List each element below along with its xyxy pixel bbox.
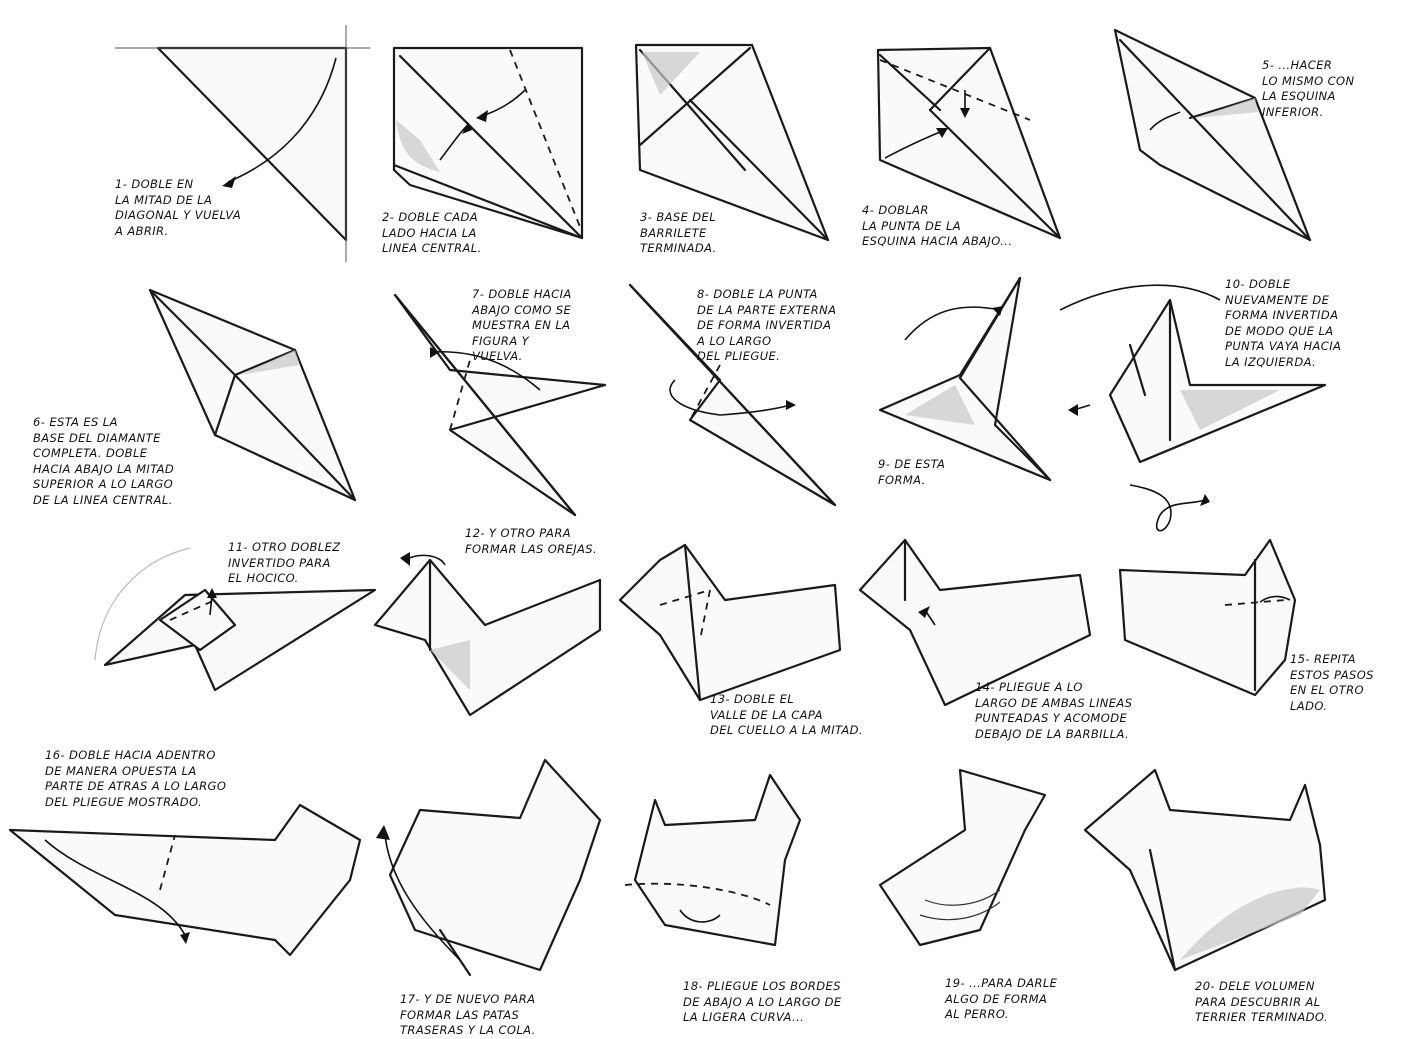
step-13-figure bbox=[620, 545, 840, 700]
step-11-label: 11- OTRO DOBLEZ INVERTIDO PARA EL HOCICO… bbox=[228, 540, 341, 587]
turn-over-arrow bbox=[1130, 485, 1210, 531]
step-18-figure bbox=[625, 775, 800, 945]
step-9-figure bbox=[880, 278, 1050, 480]
step-16-label: 16- DOBLE HACIA ADENTRO DE MANERA OPUEST… bbox=[45, 748, 226, 810]
step-19-figure bbox=[880, 770, 1045, 945]
step-20-label: 20- DELE VOLUMEN PARA DESCUBRIR AL TERRI… bbox=[1195, 979, 1328, 1026]
step-6-figure bbox=[150, 290, 355, 500]
step-5-label: 5- ...HACER LO MISMO CON LA ESQUINA INFE… bbox=[1262, 58, 1355, 120]
step-17-label: 17- Y DE NUEVO PARA FORMAR LAS PATAS TRA… bbox=[400, 992, 536, 1039]
step-9-label: 9- DE ESTA FORMA. bbox=[878, 457, 945, 488]
step-18-label: 18- PLIEGUE LOS BORDES DE ABAJO A LO LAR… bbox=[683, 979, 842, 1026]
step-4-label: 4- DOBLAR LA PUNTA DE LA ESQUINA HACIA A… bbox=[862, 203, 1012, 250]
step-15-label: 15- REPITA ESTOS PASOS EN EL OTRO LADO. bbox=[1290, 652, 1374, 714]
step-20-figure bbox=[1085, 770, 1325, 970]
step-6-label: 6- ESTA ES LA BASE DEL DIAMANTE COMPLETA… bbox=[33, 415, 174, 508]
step-2-label: 2- DOBLE CADA LADO HACIA LA LINEA CENTRA… bbox=[382, 210, 482, 257]
step-8-label: 8- DOBLE LA PUNTA DE LA PARTE EXTERNA DE… bbox=[697, 287, 836, 365]
step-13-label: 13- DOBLE EL VALLE DE LA CAPA DEL CUELLO… bbox=[710, 692, 863, 739]
step-10-label: 10- DOBLE NUEVAMENTE DE FORMA INVERTIDA … bbox=[1225, 277, 1341, 370]
step-12-label: 12- Y OTRO PARA FORMAR LAS OREJAS. bbox=[465, 526, 597, 557]
step-14-label: 14- PLIEGUE A LO LARGO DE AMBAS LINEAS P… bbox=[975, 680, 1132, 742]
step-19-label: 19- ...PARA DARLE ALGO DE FORMA AL PERRO… bbox=[945, 976, 1057, 1023]
step-17-figure bbox=[376, 760, 600, 975]
step-3-label: 3- BASE DEL BARRILETE TERMINADA. bbox=[640, 210, 717, 257]
step-15-figure bbox=[1120, 540, 1295, 695]
step-16-figure bbox=[10, 805, 360, 955]
step-12-figure bbox=[375, 552, 600, 715]
step-7-label: 7- DOBLE HACIA ABAJO COMO SE MUESTRA EN … bbox=[472, 287, 572, 365]
step-1-label: 1- DOBLE EN LA MITAD DE LA DIAGONAL Y VU… bbox=[115, 177, 241, 239]
